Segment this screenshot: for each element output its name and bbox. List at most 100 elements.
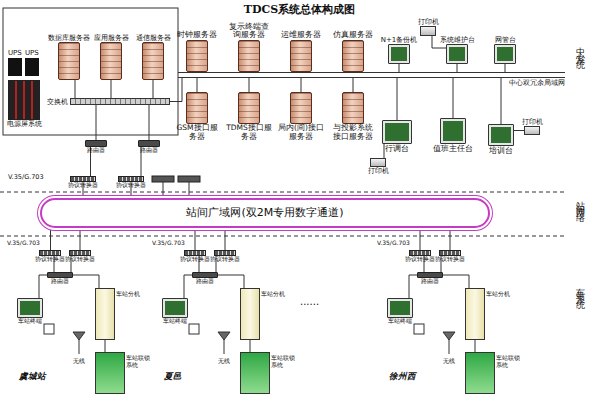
- connector-line: [149, 105, 150, 140]
- connector-line: [301, 78, 302, 92]
- protocol-converter: 协议转换器: [39, 250, 61, 256]
- node-label: 交换机: [47, 97, 68, 105]
- workstation-icon: 车站终端: [162, 298, 188, 318]
- node-label: 车站联锁系统: [271, 355, 297, 369]
- protocol-converter: 协议转换器: [118, 176, 144, 182]
- connector-line: [96, 105, 97, 140]
- text-label: UPS: [8, 49, 22, 57]
- workstation-icon: 网管台: [494, 44, 516, 64]
- antenna-symbol: [73, 332, 455, 354]
- node-label: 值班主任台: [433, 144, 473, 153]
- section-divider: [0, 192, 565, 193]
- router-icon: 路由器: [192, 272, 218, 278]
- router-icon: 路由器: [417, 272, 443, 278]
- node-label: 车站分机: [486, 291, 512, 298]
- text-label: V.35/G.703: [8, 174, 44, 181]
- connector-line: [450, 228, 451, 250]
- protocol-converter: 协议转换器: [439, 250, 461, 256]
- connector-line: [75, 80, 76, 98]
- server-icon: 时钟服务器: [186, 40, 208, 72]
- wire: [163, 182, 164, 198]
- connector-line: [384, 144, 385, 158]
- node-label: 仿真服务器: [330, 31, 376, 40]
- node-label: 协议转换器: [405, 256, 435, 262]
- section-label: 中心系统: [576, 40, 586, 56]
- text-label: 无线: [443, 358, 455, 365]
- connector-line: [153, 80, 154, 98]
- text-label: UPS: [25, 49, 39, 57]
- node-label: 协议转换器: [180, 256, 210, 262]
- section-divider: [0, 236, 565, 237]
- workstation-icon: N+1备份机: [388, 44, 410, 64]
- node-label: 路由器: [140, 147, 158, 154]
- protocol-converter: 协议转换器: [214, 250, 236, 256]
- text-label: 无线: [73, 358, 85, 365]
- connector-line: [501, 78, 502, 124]
- node-label: 路由器: [51, 278, 69, 285]
- section-label: 车站系统: [576, 280, 586, 296]
- server-icon: 仿真服务器: [342, 40, 364, 72]
- node-label: 协议转换器: [35, 256, 65, 262]
- protocol-converter: 协议转换器: [70, 176, 96, 182]
- node-label: 中心双冗余局域网: [509, 79, 565, 87]
- connector-line: [225, 228, 226, 250]
- connector-line: [514, 130, 524, 131]
- node-label: N+1备份机: [381, 36, 418, 44]
- ups-symbol: [8, 58, 22, 76]
- station-extension-box: 车站分机: [240, 288, 260, 340]
- connector-line: [218, 275, 244, 288]
- node-label: 系统维护台: [440, 36, 475, 44]
- printer-icon: 打印机: [524, 126, 540, 135]
- node-label: 车站终端: [163, 318, 187, 325]
- node-label: 打印机: [522, 118, 543, 126]
- server-icon: GSM接口服务器: [186, 92, 208, 124]
- connector-line: [73, 275, 99, 288]
- workstation-icon: 系统维护台: [446, 44, 468, 64]
- node-label: 路由器: [87, 147, 105, 154]
- node-label: 打印机: [368, 167, 389, 175]
- node-label: 运维服务器: [278, 31, 324, 40]
- wan-band: 站间广域网(双2M专用数字通道): [40, 198, 490, 228]
- connector-line: [399, 64, 400, 72]
- protocol-converter: 协议转换器: [409, 250, 431, 256]
- node-label: 车站分机: [116, 291, 142, 298]
- printer-icon: 打印机: [420, 26, 436, 36]
- node-label: 局内(间)接口服务器: [278, 124, 324, 141]
- connector-line: [457, 64, 458, 72]
- connector-line: [184, 275, 192, 298]
- network-switch: 交换机: [70, 98, 170, 105]
- connector-line: [80, 228, 81, 250]
- router-icon: 路由器: [138, 140, 160, 147]
- server-icon: 与投影系统接口服务器: [342, 92, 364, 124]
- connector-line: [105, 340, 106, 352]
- text-label: V.35/G.703: [7, 240, 40, 247]
- station-extension-box: 车站分机: [465, 288, 485, 340]
- node-label: TDMS接口服务器: [226, 124, 272, 141]
- text-label: 虞城站: [19, 372, 46, 382]
- protocol-converter: 协议转换器: [184, 250, 206, 256]
- server-icon: TDMS接口服务器: [238, 92, 260, 124]
- connector-line: [170, 78, 182, 102]
- node-label: 车站联锁系统: [496, 355, 522, 369]
- node-label: 数据库服务器: [48, 34, 90, 42]
- lan-bus: 中心双冗余局域网: [178, 72, 565, 78]
- node-label: 协议转换器: [210, 256, 240, 262]
- station-extension-box: 车站分机: [95, 288, 115, 340]
- server-icon: 复示终端查询服务器: [238, 40, 260, 72]
- text-label: 徐州西: [389, 372, 416, 382]
- node-label: 电源屏系统: [7, 120, 42, 128]
- node-label: 车站终端: [388, 318, 412, 325]
- server-icon: 数据库服务器: [58, 42, 80, 80]
- ups-symbol: [25, 58, 39, 76]
- connector-line: [453, 78, 454, 118]
- connector-line: [397, 78, 398, 120]
- connector-line: [249, 78, 250, 92]
- connector-line: [195, 228, 196, 250]
- power-cabinet: 电源屏系统: [8, 80, 40, 120]
- node-label: 协议转换器: [65, 256, 95, 262]
- text-label: V.35/G.703: [377, 240, 410, 247]
- node-label: 协议转换器: [68, 182, 98, 189]
- node-label: 路由器: [196, 278, 214, 285]
- workstation-icon: 行调台: [382, 120, 412, 144]
- node-label: GSM接口服务器: [174, 124, 220, 141]
